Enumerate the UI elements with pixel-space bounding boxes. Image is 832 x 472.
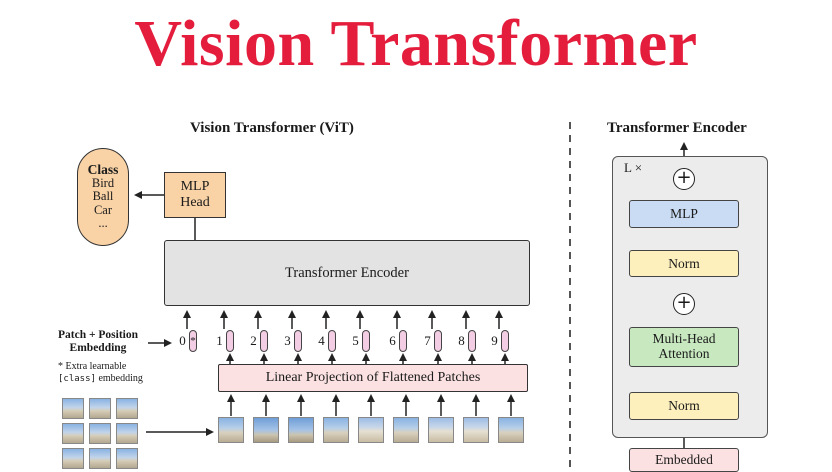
mlp-block: MLP <box>629 200 739 228</box>
image-patch-thumbnail <box>89 448 111 469</box>
class-item: Bird <box>91 175 115 190</box>
linear-projection-box: Linear Projection of Flattened Patches <box>218 364 528 392</box>
token-index: 3 <box>284 333 291 348</box>
flattened-patch <box>253 417 279 443</box>
class-title: Class <box>87 162 119 177</box>
flattened-patch <box>428 417 454 443</box>
embedded-patches-box: Embedded <box>629 448 739 472</box>
residual-add-top: + <box>673 168 695 190</box>
extra-learnable-note: * Extra learnable [class] embedding <box>58 361 158 385</box>
projection-arrows <box>226 353 509 364</box>
patch-position-line: Patch + Position <box>57 329 139 341</box>
flattened-patch <box>288 417 314 443</box>
token-index: 4 <box>318 333 325 348</box>
repeat-label: L × <box>624 160 643 175</box>
token-index: 5 <box>352 333 359 348</box>
extra-note-line: * Extra learnable <box>58 361 127 372</box>
token-index: 9 <box>491 333 498 348</box>
token-index: 1 <box>216 333 223 348</box>
image-patch-thumbnail <box>89 423 111 444</box>
class-item: Car <box>93 202 113 217</box>
token-index: 7 <box>424 333 431 348</box>
mlp-head-line: MLP <box>180 179 210 194</box>
norm-block-lower: Norm <box>629 392 739 420</box>
encoder-detail-title: Transformer Encoder <box>607 120 747 136</box>
token-arrows <box>183 310 503 329</box>
attention-line: Attention <box>658 346 710 361</box>
flattened-patch <box>323 417 349 443</box>
flattened-patch <box>218 417 244 443</box>
image-patch-thumbnail <box>89 398 111 419</box>
flattened-patch <box>463 417 489 443</box>
image-patch-thumbnail <box>116 423 138 444</box>
token-index: 6 <box>389 333 396 348</box>
class-code-text: [class] <box>58 374 96 384</box>
flattened-patch <box>393 417 419 443</box>
mlp-head-line: Head <box>180 195 210 210</box>
page-title: Vision Transformer <box>134 7 698 80</box>
token-index: 8 <box>458 333 465 348</box>
image-patch-thumbnail <box>62 398 84 419</box>
patch-position-label: Patch + Position Embedding <box>48 329 148 355</box>
image-patch-thumbnail <box>62 448 84 469</box>
extra-note-suffix: embedding <box>95 373 143 384</box>
patch-position-line: Embedding <box>69 342 127 354</box>
class-output-box: Class Bird Ball Car ... <box>77 148 129 246</box>
attention-line: Multi-Head <box>652 331 716 346</box>
residual-add-bottom: + <box>673 293 695 315</box>
flattened-patch <box>358 417 384 443</box>
vit-subtitle: Vision Transformer (ViT) <box>190 120 354 136</box>
patch-arrows <box>227 394 515 416</box>
token-index: 0 <box>179 333 186 348</box>
multi-head-attention-block: Multi-Head Attention <box>629 327 739 367</box>
class-item: Ball <box>92 189 114 203</box>
transformer-encoder-box: Transformer Encoder <box>164 240 530 306</box>
class-token-marker: * <box>190 335 196 347</box>
image-patch-thumbnail <box>116 448 138 469</box>
token-index: 2 <box>250 333 257 348</box>
class-item: ... <box>98 216 108 230</box>
mlp-head-box: MLP Head <box>164 172 226 218</box>
image-patch-thumbnail <box>62 423 84 444</box>
image-patch-thumbnail <box>116 398 138 419</box>
norm-block-upper: Norm <box>629 250 739 277</box>
flattened-patch <box>498 417 524 443</box>
